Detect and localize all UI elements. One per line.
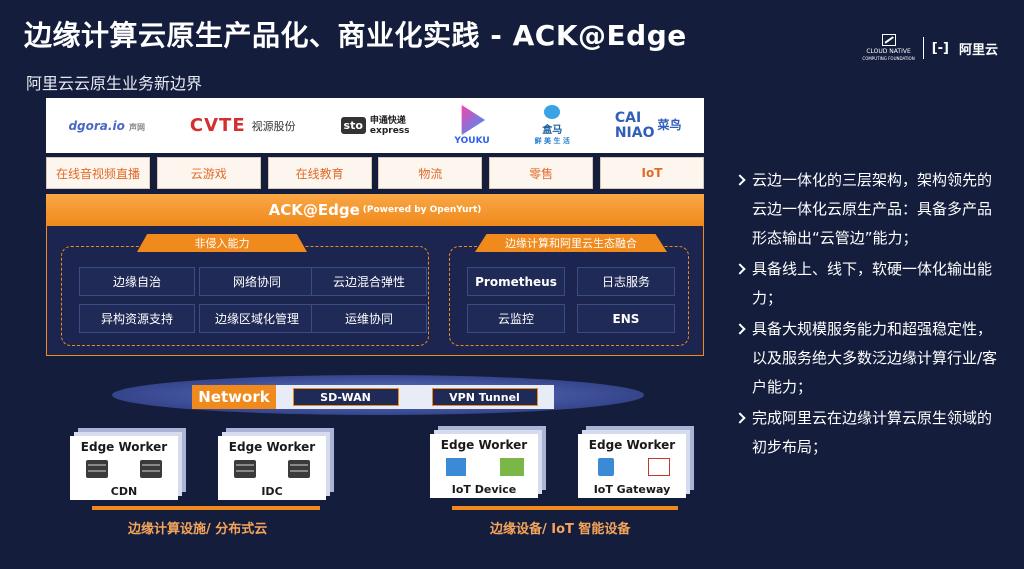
biz-item: 零售 xyxy=(489,157,594,189)
server-icon xyxy=(234,460,256,478)
bullet-item: 完成阿里云在边缘计算云原生领域的初步布局； xyxy=(730,404,1002,462)
edge-worker-type: CDN xyxy=(110,485,138,498)
group-non-intrusive-label: 非侵入能力 xyxy=(137,234,307,252)
edge-worker-iot-device: Edge Worker IoT Device xyxy=(430,434,538,498)
edge-worker-iot-gateway: Edge Worker IoT Gateway xyxy=(578,434,686,498)
logo-cvte-cn: 视源股份 xyxy=(251,119,296,133)
bullet-item: 具备线上、线下，软硬一体化输出能力； xyxy=(730,255,1002,313)
edge-worker-cdn: Edge Worker CDN xyxy=(70,436,178,500)
edge-worker-title: Edge Worker xyxy=(588,438,676,452)
network-label: Network xyxy=(192,385,276,409)
factory-icon xyxy=(500,458,524,476)
capability-item: 运维协同 xyxy=(311,304,427,333)
logo-sto: sto 申通快递 express xyxy=(340,115,410,136)
summary-bullets: 云边一体化的三层架构，架构领先的云边一体化云原生产品：具备多产品形态输出“云管边… xyxy=(730,166,1002,464)
logo-hema-sub: 鲜 美 生 活 xyxy=(534,137,570,145)
aliyun-logo-text: 阿里云 xyxy=(958,42,998,58)
youku-play-icon xyxy=(461,105,486,135)
bracket-distributed-cloud-label: 边缘计算设施/ 分布式云 xyxy=(128,522,268,537)
bracket-iot-devices-label: 边缘设备/ IoT 智能设备 xyxy=(490,522,631,537)
ecosystem-item: 云监控 xyxy=(467,304,565,333)
monitor-icon xyxy=(648,458,670,476)
logo-hema-text: 盒马 xyxy=(542,125,563,136)
server-icon xyxy=(86,460,108,478)
biz-item: 在线音视频直播 xyxy=(46,157,150,189)
network-items: SD-WAN VPN Tunnel xyxy=(276,385,554,409)
network-sdwan: SD-WAN xyxy=(292,388,399,406)
cncf-icon xyxy=(881,34,896,46)
biz-item: 在线教育 xyxy=(267,157,372,189)
ecosystem-item: 日志服务 xyxy=(577,267,675,296)
ack-edge-body: 非侵入能力 边缘自治 网络协同 云边混合弹性 异构资源支持 边缘区域化管理 运维… xyxy=(46,226,704,356)
logo-dgora-cn: 声网 xyxy=(129,122,145,132)
capability-item: 云边混合弹性 xyxy=(311,267,427,296)
bullet-item: 云边一体化的三层架构，架构领先的云边一体化云原生产品：具备多产品形态输出“云管边… xyxy=(730,166,1002,253)
logo-sto-mark: sto xyxy=(340,117,366,134)
group-ecosystem-label: 边缘计算和阿里云生态融合 xyxy=(475,234,667,252)
logo-cainiao-cn: 菜鸟 xyxy=(657,118,682,132)
logo-cvte-text: CVTE xyxy=(189,115,246,136)
building-icon xyxy=(446,458,466,476)
server-icon xyxy=(140,460,162,478)
hema-icon xyxy=(544,105,561,119)
biz-item: IoT xyxy=(599,157,704,189)
bracket-iot-devices xyxy=(452,506,678,510)
logo-cvte: CVTE 视源股份 xyxy=(190,115,296,136)
edge-worker-title: Edge Worker xyxy=(228,440,316,454)
page-subtitle: 阿里云云原生业务新边界 xyxy=(26,74,203,93)
customer-logos: dgora.io 声网 CVTE 视源股份 sto 申通快递 express Y… xyxy=(46,98,704,153)
cncf-line1: CLOUD NATIVE xyxy=(866,48,911,55)
edge-worker-type: IoT Gateway xyxy=(593,483,671,496)
logo-cainiao-l2: NIAO xyxy=(614,124,655,141)
bracket-distributed-cloud xyxy=(92,506,320,510)
logo-youku-text: YOUKU xyxy=(454,136,490,146)
ack-powered-by: (Powered by OpenYurt) xyxy=(362,205,482,215)
logo-sto-cn: 申通快递 xyxy=(369,115,406,126)
server-icon xyxy=(288,460,310,478)
edge-worker-title: Edge Worker xyxy=(80,440,168,454)
page-title: 边缘计算云原生产品化、商业化实践 - ACK@Edge xyxy=(24,19,687,52)
capability-item: 网络协同 xyxy=(199,267,315,296)
biz-item: 云游戏 xyxy=(156,157,261,189)
ack-title: ACK@Edge xyxy=(268,201,360,219)
ack-edge-header: ACK@Edge (Powered by OpenYurt) xyxy=(46,194,704,226)
cncf-logo: CLOUD NATIVE COMPUTING FOUNDATION xyxy=(862,34,915,62)
edge-worker-title: Edge Worker xyxy=(440,438,528,452)
aliyun-icon: [-] xyxy=(931,40,949,56)
brand-divider xyxy=(922,37,924,59)
brand-logos: CLOUD NATIVE COMPUTING FOUNDATION [-] 阿里… xyxy=(862,34,998,62)
biz-item: 物流 xyxy=(378,157,483,189)
business-scenarios: 在线音视频直播 云游戏 在线教育 物流 零售 IoT xyxy=(46,157,704,191)
edge-worker-idc: Edge Worker IDC xyxy=(218,436,326,500)
edge-worker-type: IoT Device xyxy=(451,483,517,496)
ecosystem-item: Prometheus xyxy=(467,267,565,296)
cncf-line2: COMPUTING FOUNDATION xyxy=(862,56,915,61)
gateway-icon xyxy=(598,458,614,476)
network-vpn-tunnel: VPN Tunnel xyxy=(431,388,538,406)
logo-cainiao-l1: CAI xyxy=(614,109,642,126)
logo-youku: YOUKU xyxy=(454,105,490,146)
capability-item: 边缘区域化管理 xyxy=(199,304,315,333)
ecosystem-item: ENS xyxy=(577,304,675,333)
edge-worker-type: IDC xyxy=(261,485,283,498)
bullet-item: 具备大规模服务能力和超强稳定性，以及服务绝大多数泛边缘计算行业/客户能力； xyxy=(730,315,1002,402)
logo-dgora-text: dgora.io xyxy=(68,118,125,133)
capability-item: 边缘自治 xyxy=(79,267,195,296)
capability-item: 异构资源支持 xyxy=(79,304,195,333)
logo-hema: 盒马 鲜 美 生 活 xyxy=(535,105,570,146)
logo-sto-en: express xyxy=(369,125,410,136)
logo-cainiao: CAI NIAO 菜鸟 xyxy=(614,109,682,141)
logo-dgora: dgora.io 声网 xyxy=(68,119,145,133)
